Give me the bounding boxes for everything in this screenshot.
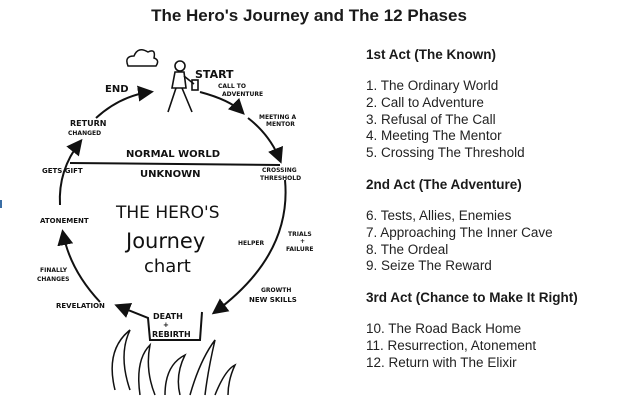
label-death-3: REBIRTH <box>152 330 191 339</box>
act-heading: 1st Act (The Known) <box>366 47 496 62</box>
label-growth-1: GROWTH <box>261 287 291 294</box>
label-finally-1: FINALLY <box>40 267 68 274</box>
label-return-2: CHANGED <box>68 130 101 137</box>
label-helper: HELPER <box>238 240 264 247</box>
label-finally-2: CHANGES <box>37 276 69 283</box>
arc-right-upper <box>247 117 283 164</box>
cloud-icon <box>126 49 159 67</box>
center-title-2: Journey <box>124 229 205 253</box>
label-return-1: RETURN <box>70 119 106 128</box>
phase-item: 1. The Ordinary World <box>366 78 499 93</box>
phase-item: 8. The Ordeal <box>366 241 449 257</box>
label-crossing-1: CROSSING <box>262 167 297 174</box>
center-title-3: chart <box>144 256 191 277</box>
phase-item: 4. Meeting The Mentor <box>366 128 502 144</box>
label-mentor-1: MEETING A <box>259 114 297 121</box>
label-end: END <box>105 84 129 95</box>
label-start: START <box>195 68 234 81</box>
arc-left-upper <box>58 138 83 206</box>
edge-marker <box>0 200 2 208</box>
label-gets-gift: GETS GIFT <box>42 167 83 175</box>
label-unknown: UNKNOWN <box>140 169 201 180</box>
label-trials-3: FAILURE <box>286 246 314 253</box>
act-heading: 2nd Act (The Adventure) <box>366 176 522 192</box>
label-normal-world: NORMAL WORLD <box>126 149 220 160</box>
act-1: 1st Act (The Known) 1. The Ordinary Worl… <box>366 46 616 162</box>
phase-item: 10. The Road Back Home <box>366 321 522 337</box>
center-title-1: THE HERO'S <box>115 203 220 223</box>
act-heading: 3rd Act (Chance to Make It Right) <box>366 290 578 306</box>
label-death-2: + <box>163 321 169 329</box>
arc-top-left <box>95 85 154 119</box>
world-divider <box>69 162 281 166</box>
phase-item: 5. Crossing The Threshold <box>366 145 525 161</box>
arc-left-lower <box>57 229 101 303</box>
label-atonement: ATONEMENT <box>40 217 89 225</box>
label-mentor-2: MENTOR <box>266 121 295 128</box>
label-crossing-2: THRESHOLD <box>260 175 301 182</box>
label-growth-2: NEW SKILLS <box>249 296 297 304</box>
act-2: 2nd Act (The Adventure) 6. Tests, Allies… <box>366 176 616 275</box>
label-trials-1: TRIALS <box>288 231 312 238</box>
phase-item: 7. Approaching The Inner Cave <box>366 224 553 240</box>
act-3: 3rd Act (Chance to Make It Right) 10. Th… <box>366 289 616 371</box>
phase-item: 3. Refusal of The Call <box>366 111 496 127</box>
label-revelation: REVELATION <box>56 302 105 310</box>
phase-item: 2. Call to Adventure <box>366 94 484 110</box>
acts-list: 1st Act (The Known) 1. The Ordinary Worl… <box>366 46 616 386</box>
label-call-2: ADVENTURE <box>222 91 263 98</box>
arc-right-lower <box>211 179 287 315</box>
arc-bottom <box>114 303 203 341</box>
label-death-1: DEATH <box>153 312 183 321</box>
phase-item: 6. Tests, Allies, Enemies <box>366 207 512 223</box>
heros-journey-diagram: START CALL TO ADVENTURE END RETURN CHANG… <box>37 49 314 396</box>
phase-item: 11. Resurrection, Atonement <box>366 337 537 353</box>
tentacles-icon <box>111 329 237 396</box>
label-trials-2: + <box>300 238 305 245</box>
arc-top-right <box>199 91 245 115</box>
label-call-1: CALL TO <box>218 83 246 90</box>
phase-item: 12. Return with The Elixir <box>366 354 517 370</box>
phase-item: 9. Seize The Reward <box>366 258 492 274</box>
hero-figure-icon <box>167 60 199 113</box>
page-title: The Hero's Journey and The 12 Phases <box>151 6 467 25</box>
